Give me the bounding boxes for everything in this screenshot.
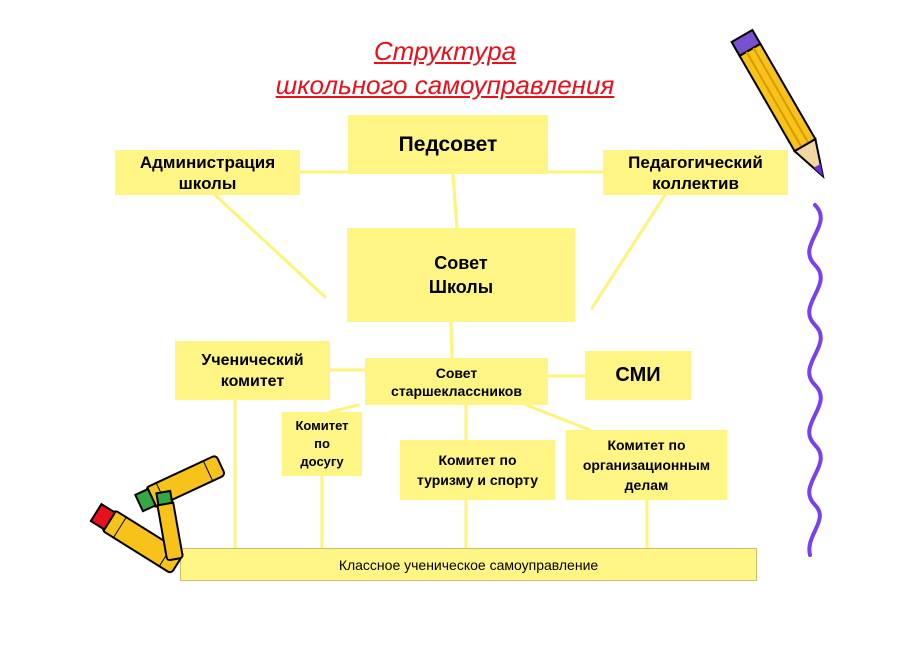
node-org-committee: Комитет по организационным делам bbox=[566, 430, 727, 500]
node-administration: Администрация школы bbox=[115, 150, 300, 195]
node-tourism-committee: Комитет по туризму и спорту bbox=[400, 440, 555, 500]
node-school-council: Совет Школы bbox=[347, 228, 575, 322]
node-media: СМИ bbox=[585, 351, 691, 400]
diagram-title-line1: Структура bbox=[373, 36, 517, 66]
node-seniors-council: Совет старшеклассников bbox=[365, 358, 548, 405]
node-pedsovet: Педсовет bbox=[348, 115, 548, 174]
node-class-self-government: Классное ученическое самоуправление bbox=[180, 548, 757, 581]
node-leisure-committee: Комитет по досугу bbox=[282, 412, 362, 476]
diagram-title-line2: школьного самоуправления bbox=[275, 70, 615, 100]
node-ped-collective: Педагогический коллектив bbox=[603, 150, 788, 195]
node-student-committee: Ученический комитет bbox=[175, 341, 330, 400]
